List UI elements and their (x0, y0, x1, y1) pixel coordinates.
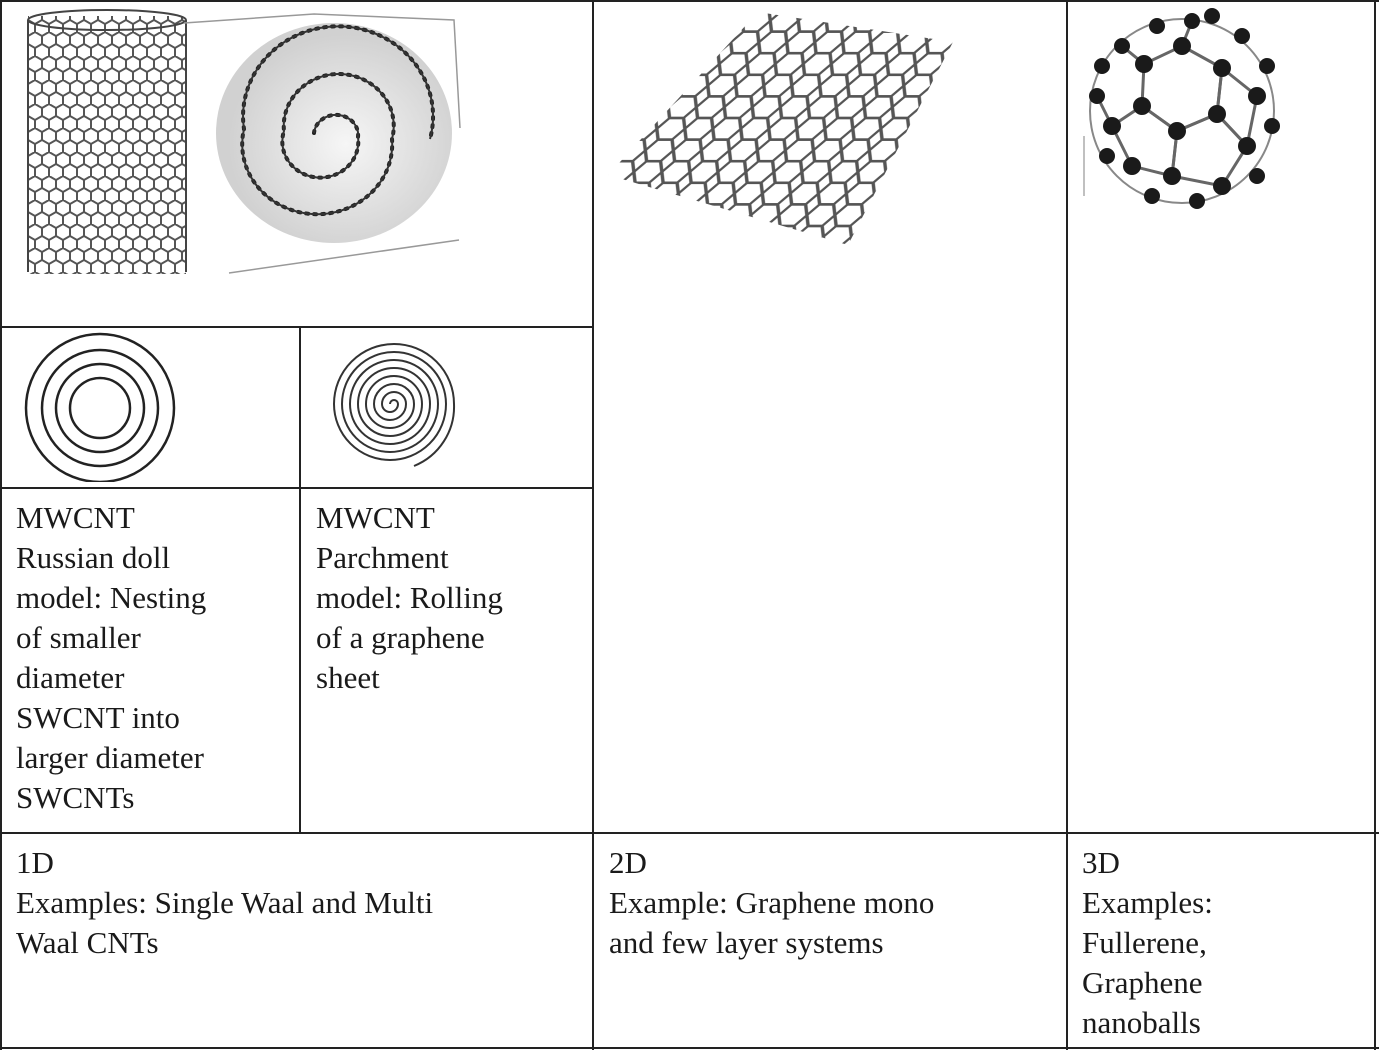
spiral-figure (332, 343, 456, 467)
text-line: SWCNTs (16, 780, 135, 815)
cnt-tube (27, 9, 187, 274)
text-line: Graphene (1082, 965, 1203, 1000)
text-line: of a graphene (316, 620, 485, 655)
cell-mwcnt-russian-doll: MWCNT Russian doll model: Nesting of sma… (16, 498, 206, 818)
table-border-left (0, 0, 2, 1050)
cell-mwcnt-parchment: MWCNT Parchment model: Rolling of a grap… (316, 498, 503, 698)
text-line: Example: Graphene mono (609, 885, 935, 920)
table-border-top (0, 0, 1379, 2)
text-line: Examples: Single Waal and Multi (16, 885, 434, 920)
cnt-scroll (183, 13, 461, 274)
fullerene-figure (1083, 8, 1280, 209)
text-line: model: Rolling (316, 580, 503, 615)
col-divider-1 (592, 0, 594, 1050)
table-border-right (1374, 0, 1376, 1050)
text-line: Waal CNTs (16, 925, 159, 960)
text-line: and few layer systems (609, 925, 884, 960)
text-line: Examples: (1082, 885, 1213, 920)
text-line: 1D (16, 845, 54, 880)
col-divider-2 (1066, 0, 1068, 1050)
col-divider-sub (299, 327, 301, 833)
text-line: model: Nesting (16, 580, 207, 615)
text-line: of smaller (16, 620, 141, 655)
row-divider-1 (0, 326, 594, 328)
text-line: MWCNT (16, 500, 135, 535)
nanotube-figure (27, 9, 461, 274)
text-line: Fullerene, (1082, 925, 1207, 960)
graphene-figure (608, 12, 953, 245)
text-line: 3D (1082, 845, 1120, 880)
text-line: Parchment (316, 540, 449, 575)
text-line: nanoballs (1082, 1005, 1201, 1040)
cell-2d: 2D Example: Graphene mono and few layer … (609, 843, 934, 963)
text-line: MWCNT (316, 500, 435, 535)
text-line: SWCNT into (16, 700, 180, 735)
row-divider-3 (0, 832, 1379, 834)
row-divider-2 (0, 487, 594, 489)
text-line: sheet (316, 660, 380, 695)
text-line: diameter (16, 660, 125, 695)
text-line: Russian doll (16, 540, 171, 575)
cell-1d: 1D Examples: Single Waal and Multi Waal … (16, 843, 433, 963)
table-border-bottom (0, 1047, 1379, 1049)
concentric-circles-figure (24, 332, 176, 482)
text-line: 2D (609, 845, 647, 880)
cell-3d: 3D Examples: Fullerene, Graphene nanobal… (1082, 843, 1213, 1043)
text-line: larger diameter (16, 740, 204, 775)
